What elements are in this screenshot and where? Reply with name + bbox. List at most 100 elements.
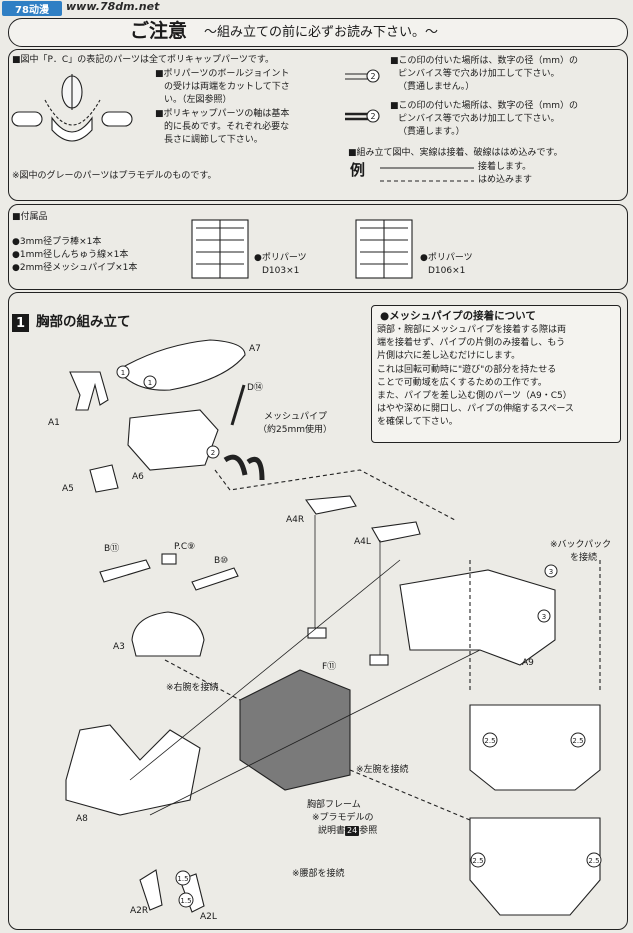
poly1-label: ●ポリパーツ xyxy=(254,253,307,263)
label-a9: A9 xyxy=(522,658,534,668)
label-a1: A1 xyxy=(48,418,60,428)
label-a8: A8 xyxy=(76,814,88,824)
label-a5: A5 xyxy=(62,484,74,494)
drill-mark-2-a: 2 xyxy=(211,449,215,457)
detail-view-a9-bottom xyxy=(469,817,601,916)
label-d14: D⑭ xyxy=(247,383,263,393)
part-a8 xyxy=(65,724,201,816)
label-b10: B⑩ xyxy=(214,556,229,566)
hole-note2-l2: ピンバイス等で穴あけ加工して下さい。 xyxy=(398,114,560,124)
drill-mark-25-b: 2.5 xyxy=(572,737,583,745)
step-number-badge: 1 xyxy=(12,314,29,332)
label-frame-note1: ※プラモデルの xyxy=(312,813,374,823)
site-url[interactable]: www.78dm.net xyxy=(66,0,160,13)
detail-view-a9-top xyxy=(469,704,601,791)
part-a5 xyxy=(89,464,119,493)
gray-parts-note: ※図中のグレーのパーツはプラモデルのものです。 xyxy=(12,171,217,181)
poly-joint-illustration xyxy=(11,74,133,142)
part-a6 xyxy=(127,409,219,471)
label-a2r: A2R xyxy=(130,906,149,916)
legend-dashed: はめ込みます xyxy=(478,175,533,185)
label-a6: A6 xyxy=(132,472,144,482)
accessories-panel xyxy=(8,204,628,290)
label-backpack-1: ※バックパック xyxy=(550,540,612,550)
hole-note1-l3: （貫通しません。） xyxy=(398,82,475,92)
hole-mark-number-2: 2 xyxy=(370,112,375,121)
poly1-code: D103×1 xyxy=(262,266,300,276)
pc-bullet2-l3: 長さに調節して下さい。 xyxy=(164,135,263,145)
label-pc9: P.C⑨ xyxy=(174,542,196,552)
part-a7 xyxy=(117,339,246,391)
label-a4r: A4R xyxy=(286,515,305,525)
label-mesh-length: （約25mm使用） xyxy=(258,425,332,435)
chest-frame xyxy=(239,669,351,791)
hole-note1-l1: ■この印の付いた場所は、数字の径（mm）の xyxy=(390,56,579,66)
notes-panel xyxy=(8,49,628,201)
pc-bullet1-l2: の受けは両端をカットして下さ xyxy=(164,82,290,92)
accessory-item-1: ●3mm径プラ棒×1本 xyxy=(12,237,102,247)
pc-heading: ■図中「P．C」の表記のパーツは全てポリキャップパーツです。 xyxy=(12,55,274,65)
hole-mark-number-1: 2 xyxy=(370,72,375,81)
drill-mark-25-d: 2.5 xyxy=(588,857,599,865)
legend-example: 例 xyxy=(350,161,366,179)
part-f11-b xyxy=(369,654,389,666)
mesh-line-6: また、パイプを差し込む側のパーツ（A9・C5） xyxy=(377,391,572,401)
drill-mark-3-a: 3 xyxy=(542,613,546,621)
drill-mark-15-b: 1.5 xyxy=(180,897,191,905)
label-chest-frame: 胸部フレーム xyxy=(307,800,361,810)
label-waist: ※腰部を接続 xyxy=(292,869,345,879)
accessory-item-2: ●1mm径しんちゅう線×1本 xyxy=(12,250,129,260)
drill-mark-1-a: 1 xyxy=(121,369,125,377)
drill-mark-3-b: 3 xyxy=(549,568,553,576)
legend-solid: 接着します。 xyxy=(478,162,532,172)
pc-bullet2-l1: ■ポリキャップパーツの軸は基本 xyxy=(155,109,290,119)
hole-note1-l2: ピンバイス等で穴あけ加工して下さい。 xyxy=(398,69,560,79)
legend-heading: ■組み立て図中、実線は接着、破線ははめ込みです。 xyxy=(348,148,563,158)
part-a2r xyxy=(139,869,163,911)
accessory-item-3: ●2mm径メッシュパイプ×1本 xyxy=(12,263,138,273)
mesh-line-2: 端を接着せず、パイプの片側のみ接着し、もう xyxy=(377,338,566,348)
pc-bullet1-l1: ■ポリパーツのボールジョイント xyxy=(155,69,290,79)
label-left-arm: ※左腕を接続 xyxy=(356,765,409,775)
label-mesh-pipe: メッシュパイプ xyxy=(264,412,328,422)
mesh-line-4: これは回転可動時に"遊び"の部分を持たせる xyxy=(377,365,557,375)
mesh-line-7: はやや深めに開口し、パイプの伸縮するスペース xyxy=(377,404,574,414)
drill-mark-25-c: 2.5 xyxy=(472,857,483,865)
label-a2l: A2L xyxy=(200,912,217,922)
hole-mark-blind xyxy=(345,73,370,80)
caution-title: ご注意 xyxy=(130,20,188,42)
poly2-label: ●ポリパーツ xyxy=(420,253,473,263)
site-logo[interactable]: 78动漫 xyxy=(2,1,62,16)
mesh-line-3: 片側は穴に差し込むだけにします。 xyxy=(377,351,521,361)
pc-bullet2-l2: 的に長めです。それぞれ必要な xyxy=(164,122,290,132)
part-d14 xyxy=(230,384,246,426)
label-right-arm: ※右腕を接続 xyxy=(166,683,219,693)
mesh-line-8: を確保して下さい。 xyxy=(377,417,458,427)
label-a4l: A4L xyxy=(354,537,371,547)
mesh-pipe-note-box xyxy=(371,305,621,443)
pc-bullet1-l3: い。（左図参照） xyxy=(164,95,232,105)
part-a3 xyxy=(131,611,205,657)
part-a1 xyxy=(69,371,109,411)
part-b10 xyxy=(191,567,239,591)
drill-mark-25-a: 2.5 xyxy=(484,737,495,745)
mesh-line-5: ことで可動域を広くするための工作です。 xyxy=(377,378,547,388)
mesh-pipe-left xyxy=(223,454,248,476)
label-a7: A7 xyxy=(249,344,261,354)
part-pc9 xyxy=(161,553,177,565)
label-f11: F⑪ xyxy=(322,662,337,672)
mesh-line-1: 頭部・腕部にメッシュパイプを接着する際は両 xyxy=(377,325,567,335)
part-a4l xyxy=(371,521,421,543)
frame-page-badge: 24 xyxy=(345,826,360,836)
hole-mark-through xyxy=(345,112,370,121)
part-b11 xyxy=(99,559,151,583)
part-a9 xyxy=(399,569,556,666)
drill-mark-1-b: 1 xyxy=(148,379,152,387)
poly-parts-d106 xyxy=(355,219,413,279)
assembly-panel xyxy=(8,292,628,930)
poly-parts-d103 xyxy=(191,219,249,279)
hole-note2-l3: （貫通します。） xyxy=(398,127,465,137)
